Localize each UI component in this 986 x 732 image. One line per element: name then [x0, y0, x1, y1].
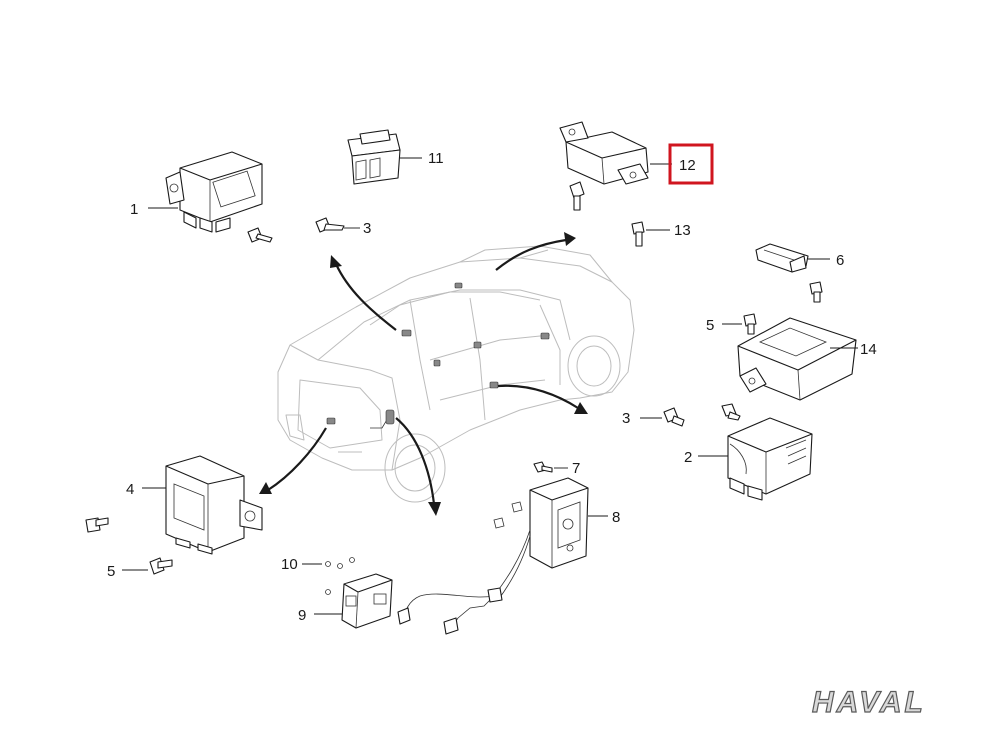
- callout-4: 4: [126, 481, 134, 498]
- part-11-switch: [347, 129, 401, 185]
- bolt-icon: [149, 557, 173, 575]
- screw-icon: [533, 461, 553, 473]
- part-1-control-module: [165, 151, 263, 233]
- vehicle-outline: [277, 245, 635, 503]
- bolt-icon: [315, 217, 345, 233]
- callout-14: 14: [860, 341, 877, 358]
- part-8-module-harness: [397, 477, 589, 635]
- callout-11: 11: [428, 150, 444, 167]
- part-9-switch-module: [341, 573, 393, 629]
- callout-7: 7: [572, 460, 580, 477]
- bolt-icon: [247, 227, 273, 243]
- callout-13: 13: [674, 222, 691, 239]
- arrows: [259, 232, 588, 516]
- callout-12: 12: [679, 157, 696, 174]
- callout-10: 10: [281, 556, 298, 573]
- bolt-icon: [743, 313, 757, 335]
- callout-3-upper: 3: [363, 220, 371, 237]
- bolt-icon: [85, 517, 109, 533]
- part-6-connector: [755, 243, 809, 273]
- callout-8: 8: [612, 509, 620, 526]
- highlight-box-12: [668, 143, 714, 185]
- brand-logo: HAVAL: [812, 686, 926, 719]
- part-2-control-module: [727, 417, 813, 501]
- callout-6: 6: [836, 252, 844, 269]
- callout-9: 9: [298, 607, 306, 624]
- callout-2: 2: [684, 449, 692, 466]
- bolt-icon: [631, 221, 645, 247]
- callout-3-right: 3: [622, 410, 630, 427]
- bolt-icon: [809, 281, 823, 303]
- bolt-icon: [721, 403, 741, 421]
- part-14-module: [737, 317, 857, 401]
- screws-icon: [325, 557, 355, 595]
- bolt-icon: [663, 407, 685, 427]
- callout-1: 1: [130, 201, 138, 218]
- callout-5-right: 5: [706, 317, 714, 334]
- callout-labels: 1 2 3 3 4 5 5 6 7 8 9 10 11 12 13 14: [107, 150, 877, 624]
- callout-5-lower: 5: [107, 563, 115, 580]
- part-12-sensor: [559, 121, 649, 211]
- mount-markers: [326, 282, 550, 429]
- part-4-module: [165, 455, 263, 555]
